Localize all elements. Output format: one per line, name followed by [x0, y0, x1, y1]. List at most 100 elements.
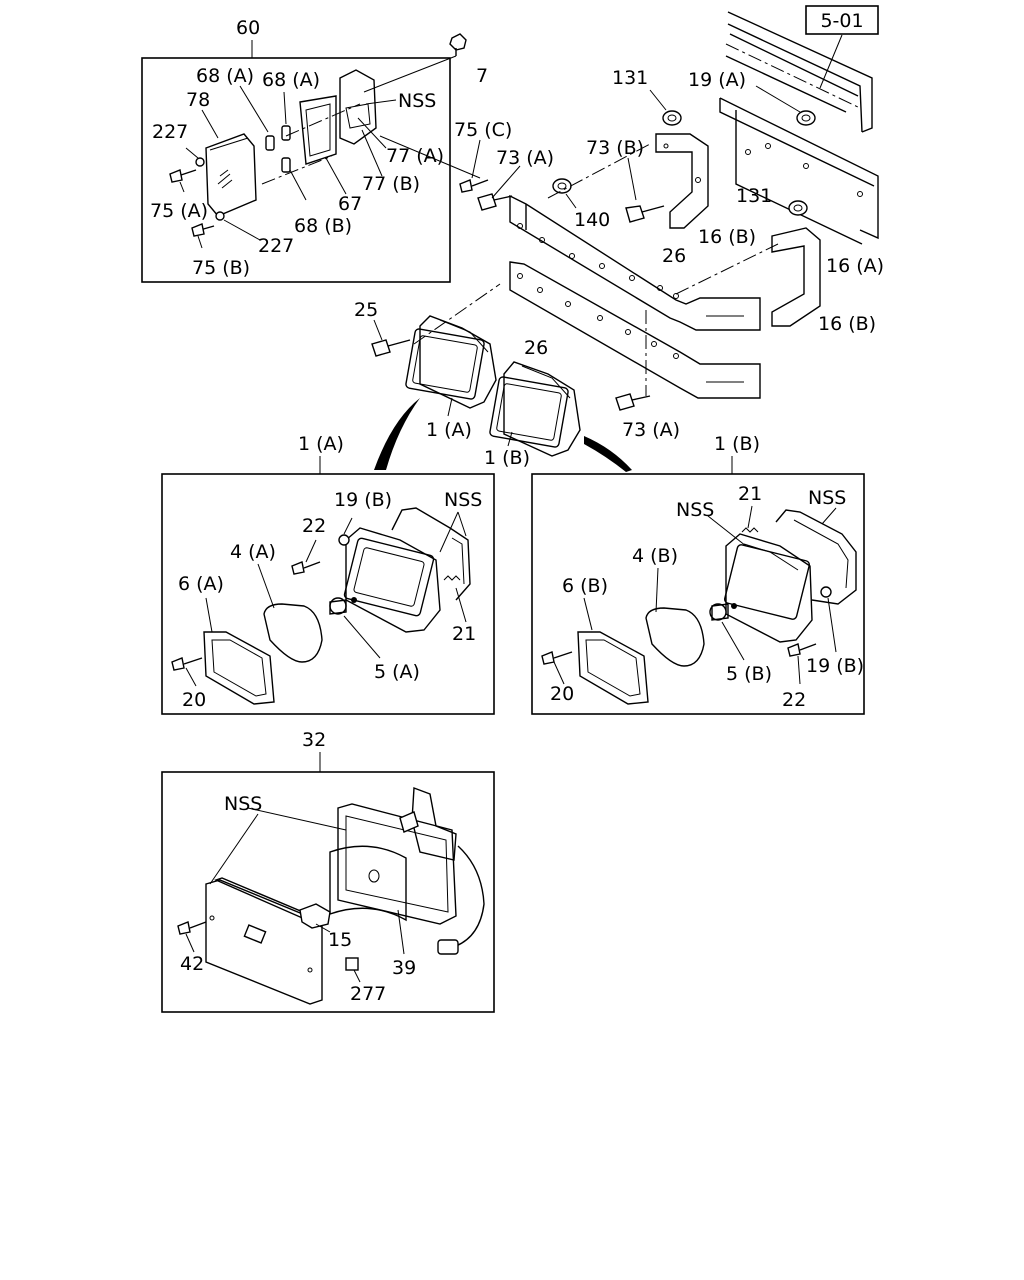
label-22-a: 22 [302, 515, 326, 537]
label-19b-b: 19 (B) [806, 655, 864, 677]
label-21-a: 21 [452, 623, 476, 645]
foglamp-body [337, 787, 485, 955]
washer-227-top [195, 157, 205, 167]
bulb-68a [265, 125, 291, 173]
label-16b-lower: 16 (B) [818, 313, 876, 335]
screw-20-a [171, 657, 203, 671]
bracket-16a [719, 97, 879, 245]
label-25: 25 [354, 299, 378, 321]
bulb-5a [329, 597, 357, 615]
box-1b [531, 473, 865, 715]
label-19b-a: 19 (B) [334, 489, 392, 511]
label-67: 67 [338, 193, 362, 215]
bulb-15 [299, 903, 331, 929]
label-39: 39 [392, 957, 416, 979]
washer-227-bottom [215, 211, 225, 221]
label-nss-top: NSS [398, 90, 436, 112]
bulb-5b [709, 603, 737, 621]
adjuster-19b-a [338, 517, 353, 546]
spring-21-b [741, 527, 759, 533]
label-73a-upper: 73 (A) [496, 147, 554, 169]
label-6a: 6 (A) [178, 573, 224, 595]
screw-75b [191, 223, 215, 237]
clip-277 [345, 957, 359, 971]
screw-20-b [541, 651, 573, 665]
label-42: 42 [180, 953, 204, 975]
bolt-25 [371, 339, 411, 357]
lens-4b [645, 607, 705, 667]
lens-4a [263, 603, 323, 663]
label-nss-b1: NSS [676, 499, 714, 521]
box-32 [161, 771, 495, 1013]
label-78: 78 [186, 89, 210, 111]
label-nss-b2: NSS [808, 487, 846, 509]
arrow-to-1b [584, 436, 632, 472]
label-21-b: 21 [738, 483, 762, 505]
bolt-73a-upper [477, 193, 513, 211]
label-68b: 68 (B) [294, 215, 352, 237]
bracket-39 [329, 845, 407, 922]
bracket-16b-lower [771, 227, 821, 327]
label-20-a: 20 [182, 689, 206, 711]
adjuster-19b-b [820, 586, 832, 598]
nut-19a [796, 110, 816, 126]
screw-22-b [787, 643, 817, 657]
label-1a-part: 1 (A) [426, 419, 472, 441]
screw-42 [177, 921, 207, 935]
box-1a [161, 473, 495, 715]
label-16a: 16 (A) [826, 255, 884, 277]
spring-21-a [443, 575, 461, 581]
label-75b: 75 (B) [192, 257, 250, 279]
page-ref: 5-01 [820, 10, 863, 32]
label-1b-part: 1 (B) [484, 447, 530, 469]
label-4a: 4 (A) [230, 541, 276, 563]
label-16b-upper: 16 (B) [698, 226, 756, 248]
label-5a: 5 (A) [374, 661, 420, 683]
label-68a-2: 68 (A) [262, 69, 320, 91]
label-140: 140 [574, 209, 610, 231]
label-5b: 5 (B) [726, 663, 772, 685]
screw-22-a [291, 561, 321, 575]
nut-7 [449, 33, 467, 56]
label-68a: 68 (A) [196, 65, 254, 87]
mounting-plate-26-upper [509, 194, 761, 331]
label-131-upper: 131 [612, 67, 648, 89]
label-1a-box: 1 (A) [298, 433, 344, 455]
label-277: 277 [350, 983, 386, 1005]
frame-67 [299, 95, 337, 165]
label-15: 15 [328, 929, 352, 951]
bolt-73a-lower [615, 393, 651, 411]
label-60: 60 [236, 17, 260, 39]
label-32: 32 [302, 729, 326, 751]
label-77a: 77 (A) [386, 145, 444, 167]
label-75c: 75 (C) [454, 119, 512, 141]
nut-131-lower [788, 200, 808, 216]
frame-rail [725, 11, 873, 133]
rim-6b [577, 631, 649, 705]
bolt-73b [625, 205, 665, 223]
mounting-plate-26-lower [509, 261, 761, 399]
housing-nss-top [339, 69, 377, 145]
label-73a-lower: 73 (A) [622, 419, 680, 441]
box-60 [141, 57, 451, 283]
label-75a-box60: 75 (A) [150, 200, 208, 222]
label-227-bottom: 227 [258, 235, 294, 257]
foglamp-lens [205, 877, 324, 1005]
label-131-lower: 131 [736, 185, 772, 207]
label-73b: 73 (B) [586, 137, 644, 159]
nut-131-upper [662, 110, 682, 126]
label-20-b: 20 [550, 683, 574, 705]
label-26-lower: 26 [524, 337, 548, 359]
arrow-to-1a [374, 398, 420, 470]
lamp-78 [205, 133, 257, 217]
rim-6a [203, 631, 275, 705]
housing-1a-detail [343, 507, 471, 633]
bracket-16b-upper [655, 133, 709, 229]
label-7: 7 [476, 65, 488, 87]
label-19a: 19 (A) [688, 69, 746, 91]
page-ref-box [805, 5, 879, 35]
headlamp-1a [405, 315, 497, 409]
housing-1b-detail [723, 509, 857, 643]
screw-75a [169, 169, 197, 183]
